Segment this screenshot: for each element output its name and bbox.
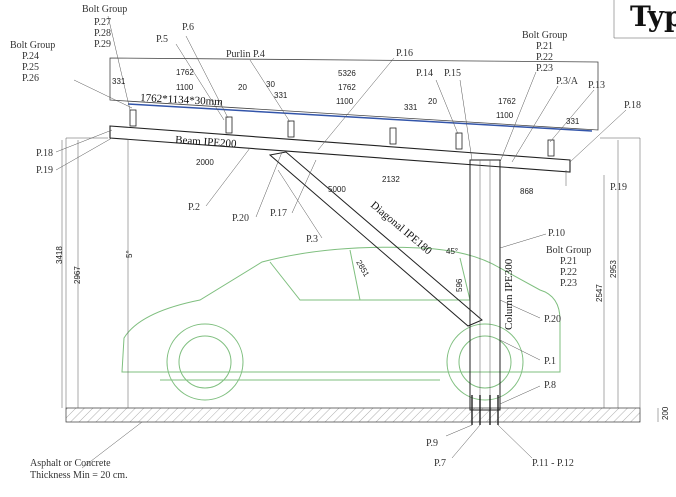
label-p11-p12: P.11 - P.12 [532, 458, 574, 469]
label-p17: P.17 [270, 208, 287, 219]
label-p3: P.3 [306, 234, 318, 245]
dim-2851: 2851 [354, 259, 371, 279]
label-p23b: P.23 [560, 278, 577, 289]
dim-5326: 5326 [338, 69, 356, 78]
label-column: Column IPE300 [503, 258, 515, 330]
label-p10: P.10 [548, 228, 565, 239]
solar-panel-row [109, 57, 599, 131]
label-p16: P.16 [396, 48, 413, 59]
label-p9: P.9 [426, 438, 438, 449]
dim-2953: 2953 [609, 260, 618, 278]
dim-5deg: 5° [125, 250, 134, 258]
label-p18-right: P.18 [624, 100, 641, 111]
label-bolt-group-left: Bolt Group [10, 40, 55, 51]
diagonal-member [268, 151, 483, 327]
leader-lines [55, 15, 627, 469]
label-p6: P.6 [182, 22, 194, 33]
label-p5: P.5 [156, 34, 168, 45]
dim-20a: 20 [238, 83, 247, 92]
label-p3a: P.3/A [556, 76, 579, 87]
dim-2967: 2967 [73, 266, 82, 284]
label-p1: P.1 [544, 356, 556, 367]
label-p27: P.27 [94, 17, 111, 28]
label-p20a: P.20 [232, 213, 249, 224]
envelope-right [600, 137, 641, 408]
beam [109, 125, 571, 173]
label-p19-left: P.19 [36, 165, 53, 176]
label-p14: P.14 [416, 68, 433, 79]
label-p21b: P.21 [560, 256, 577, 267]
dim-1100a: 1100 [176, 83, 194, 92]
purlin-brackets [129, 109, 555, 157]
label-p21a: P.21 [536, 41, 553, 52]
label-p19-right: P.19 [610, 182, 627, 193]
label-p23a: P.23 [536, 63, 553, 74]
dim-2132: 2132 [382, 175, 400, 184]
label-p25: P.25 [22, 62, 39, 73]
label-p13: P.13 [588, 80, 605, 91]
dim-1762c: 1762 [498, 97, 516, 106]
dim-20b: 20 [428, 97, 437, 106]
label-p22b: P.22 [560, 267, 577, 278]
dim-3418: 3418 [55, 246, 64, 264]
column [469, 159, 501, 411]
dim-868: 868 [520, 187, 534, 196]
label-p8: P.8 [544, 380, 556, 391]
drawing-title: Typ [630, 0, 676, 33]
dim-331c: 331 [404, 103, 418, 112]
dim-331d: 331 [566, 117, 580, 126]
label-p20b: P.20 [544, 314, 561, 325]
anchor-bolts [471, 395, 499, 425]
dim-1762b: 1762 [338, 83, 356, 92]
label-p26: P.26 [22, 73, 39, 84]
label-p7: P.7 [434, 458, 446, 469]
label-asphalt-2: Thickness Min = 20 cm. [30, 470, 128, 481]
dim-5000: 5000 [328, 185, 346, 194]
dim-1100c: 1100 [496, 111, 514, 120]
label-p22a: P.22 [536, 52, 553, 63]
label-asphalt-1: Asphalt or Concrete [30, 458, 111, 469]
label-p28: P.28 [94, 28, 111, 39]
dim-331b: 331 [274, 91, 288, 100]
car-outline [121, 246, 561, 401]
ground-slab [65, 407, 641, 423]
dim-200: 200 [661, 406, 670, 420]
label-beam: Beam IPE200 [175, 134, 238, 150]
panel-surface [127, 103, 593, 132]
label-p24: P.24 [22, 51, 39, 62]
dim-331a: 331 [112, 77, 126, 86]
dim-45deg: 45° [446, 247, 458, 256]
label-purlin: Purlin P.4 [226, 49, 265, 60]
label-bolt-group-top: Bolt Group [82, 4, 127, 15]
label-p15: P.15 [444, 68, 461, 79]
dim-30: 30 [266, 80, 275, 89]
label-panel-size: 1762*1134*30mm [140, 92, 224, 108]
label-bolt-group-right: Bolt Group [522, 30, 567, 41]
label-p2: P.2 [188, 202, 200, 213]
dim-1762a: 1762 [176, 68, 194, 77]
dim-2547: 2547 [595, 284, 604, 302]
label-p29: P.29 [94, 39, 111, 50]
envelope-left [65, 137, 108, 408]
dim-2000: 2000 [196, 158, 214, 167]
dim-596: 596 [455, 278, 464, 292]
dim-1100b: 1100 [336, 97, 354, 106]
label-p18-left: P.18 [36, 148, 53, 159]
label-bolt-group-mid: Bolt Group [546, 245, 591, 256]
